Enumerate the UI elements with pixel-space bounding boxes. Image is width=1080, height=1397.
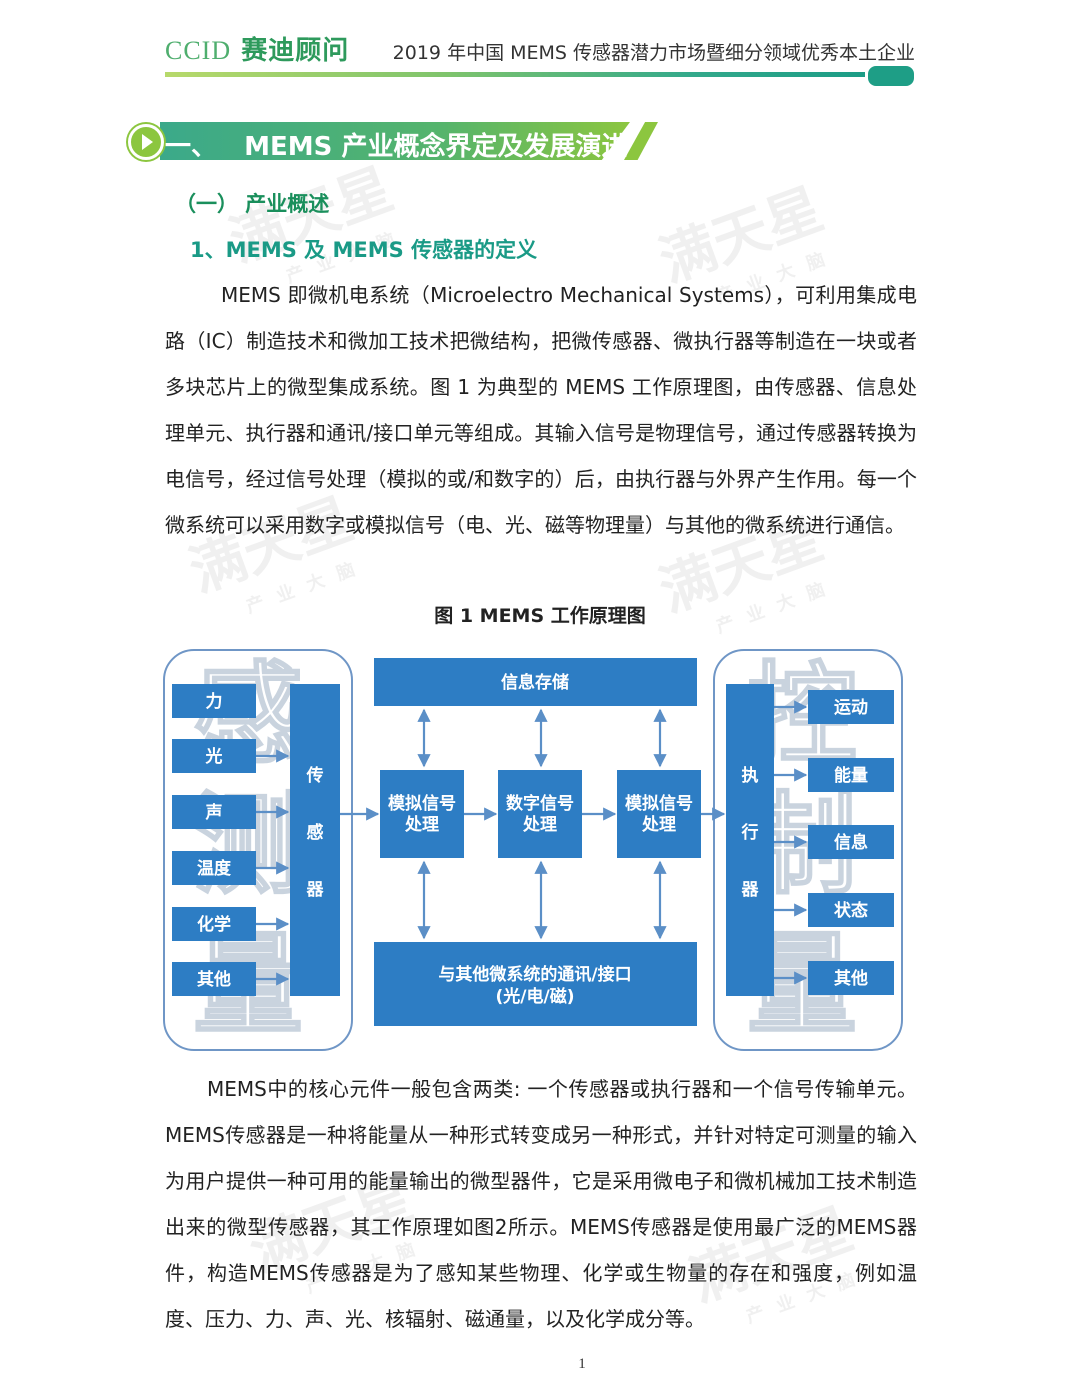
comm-label: 与其他微系统的通讯/接口 bbox=[438, 964, 631, 985]
input-box-sound bbox=[172, 795, 256, 829]
processor-label: 模拟信号 bbox=[625, 793, 693, 814]
processor-label: 模拟信号 bbox=[388, 793, 456, 814]
sensor-label: 感 bbox=[307, 822, 324, 843]
analog-processor-1 bbox=[380, 770, 464, 858]
processor-label: 处理 bbox=[641, 814, 676, 835]
actuator-label: 行 bbox=[741, 822, 759, 843]
sensor-label: 器 bbox=[306, 880, 325, 900]
document-title: 2019 年中国 MEMS 传感器潜力市场暨细分领域优秀本土企业 bbox=[392, 42, 915, 64]
processor-label: 数字信号 bbox=[506, 793, 574, 814]
section-title-slash bbox=[624, 122, 658, 160]
processor-label: 处理 bbox=[522, 814, 557, 835]
play-circle-icon bbox=[128, 124, 164, 160]
input-label: 光 bbox=[205, 746, 223, 767]
output-label: 信息 bbox=[834, 832, 868, 853]
digital-processor bbox=[498, 770, 582, 858]
section-title: 一、 MEMS 产业概念界定及发展演进 bbox=[165, 132, 628, 162]
output-box-other bbox=[808, 961, 894, 995]
section-title-band bbox=[160, 122, 630, 160]
actuator-label: 器 bbox=[741, 880, 760, 900]
processor-label: 处理 bbox=[404, 814, 439, 835]
figure-caption: 图 1 MEMS 工作原理图 bbox=[434, 605, 646, 627]
comm-label: (光/电/磁) bbox=[496, 986, 575, 1007]
sensor-label: 传 bbox=[306, 765, 324, 786]
output-box-info bbox=[808, 825, 894, 859]
storage-label: 信息存储 bbox=[501, 672, 569, 693]
input-label: 声 bbox=[205, 802, 223, 823]
analog-processor-2 bbox=[617, 770, 701, 858]
logo-cn: 赛迪顾问 bbox=[241, 36, 350, 66]
actuator-label: 执 bbox=[742, 765, 759, 786]
input-box-chemical bbox=[172, 907, 256, 941]
page-number: 1 bbox=[578, 1356, 586, 1372]
sensor-block bbox=[290, 684, 340, 996]
output-label: 状态 bbox=[834, 900, 868, 921]
actuator-block bbox=[726, 684, 774, 996]
header-tab-decoration bbox=[868, 66, 914, 86]
input-label: 温度 bbox=[197, 858, 232, 879]
input-label: 化学 bbox=[197, 914, 231, 935]
output-box-state bbox=[808, 893, 894, 927]
subsection-title: （一） 产业概述 bbox=[175, 192, 330, 216]
header-divider bbox=[165, 72, 865, 77]
output-label: 其他 bbox=[834, 968, 868, 989]
output-label: 运动 bbox=[834, 698, 868, 718]
logo-en: CCID bbox=[165, 36, 232, 65]
input-box-other bbox=[172, 962, 256, 996]
comm-interface-block bbox=[374, 942, 697, 1026]
output-box-motion bbox=[808, 690, 894, 724]
storage-block bbox=[374, 658, 697, 706]
input-box-force bbox=[172, 684, 256, 718]
paragraph-core-elements: MEMS中的核心元件一般包含两类: 一个传感器或执行器和一个信号传输单元。MEM… bbox=[165, 1077, 917, 1331]
output-label: 能量 bbox=[834, 765, 868, 786]
input-box-temperature bbox=[172, 851, 256, 885]
input-box-light bbox=[172, 739, 256, 773]
ccid-logo: CCID 赛迪顾问 bbox=[165, 30, 349, 67]
subsubsection-title: 1、MEMS 及 MEMS 传感器的定义 bbox=[190, 238, 538, 262]
paragraph-intro: MEMS 即微机电系统（Microelectro Mechanical Syst… bbox=[165, 283, 917, 537]
input-label: 其他 bbox=[197, 969, 231, 990]
output-box-energy bbox=[808, 758, 894, 792]
input-label: 力 bbox=[206, 691, 223, 712]
mems-working-principle-diagram: 感 测 量 控 制 量 bbox=[162, 648, 906, 1052]
